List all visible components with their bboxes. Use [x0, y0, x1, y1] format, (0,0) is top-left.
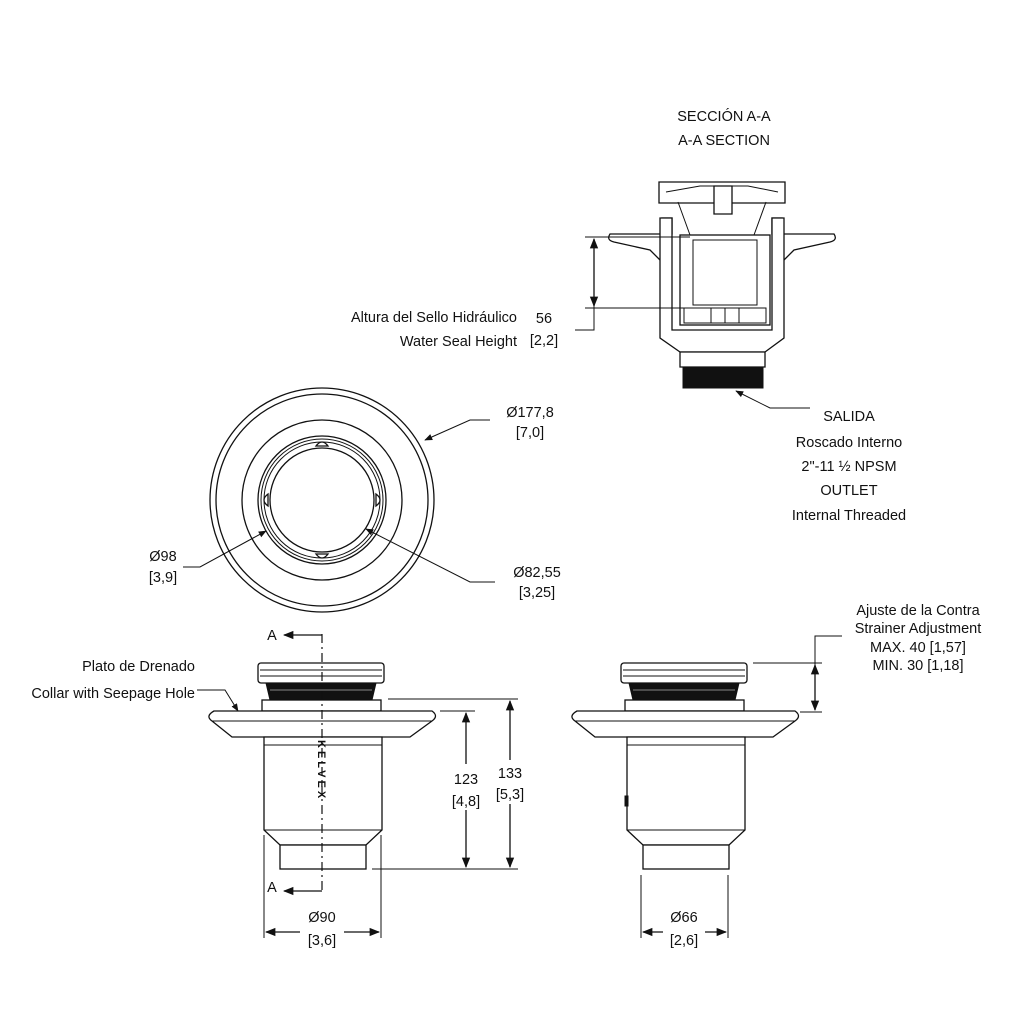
inner-dia-mm: Ø82,55: [513, 565, 561, 581]
outlet-label-5: Internal Threaded: [792, 508, 906, 524]
seal-in: [2,2]: [530, 333, 558, 349]
section-mark-bottom: A: [267, 880, 277, 896]
outer-dia-in: [7,0]: [516, 425, 544, 441]
seal-label-en: Water Seal Height: [400, 334, 517, 350]
mid-dia-mm: Ø98: [149, 549, 176, 565]
adjust-label-1: Ajuste de la Contra: [856, 603, 980, 619]
height1-mm: 123: [454, 772, 478, 788]
outlet-label-3: 2"-11 ½ NPSM: [801, 459, 896, 475]
outer-dia-mm: Ø177,8: [506, 405, 554, 421]
seal-mm: 56: [536, 311, 552, 327]
adjust-max: MAX. 40 [1,57]: [870, 640, 966, 656]
front-view: A A KELVEX Plato de Drenado Collar with …: [31, 628, 530, 950]
adjust-label-2: Strainer Adjustment: [855, 621, 982, 637]
outlet-label-2: Roscado Interno: [796, 435, 902, 451]
top-view: Ø177,8 [7,0] Ø98 [3,9] Ø82,55 [3,25]: [149, 387, 561, 613]
outlet-label-4: OUTLET: [820, 483, 877, 499]
thread-block: [682, 366, 764, 389]
section-mark-top: A: [267, 628, 277, 644]
front-dia-in: [3,6]: [308, 933, 336, 949]
front-dia-mm: Ø90: [308, 910, 335, 926]
section-title-en: A-A SECTION: [678, 133, 770, 149]
section-title-es: SECCIÓN A-A: [677, 108, 771, 125]
side-dia-mm: Ø66: [670, 910, 697, 926]
height2-in: [5,3]: [496, 787, 524, 803]
outlet-label-1: SALIDA: [823, 409, 875, 425]
section-view: SECCIÓN A-A A-A SECTION Altura del Sello…: [351, 108, 906, 524]
height1-in: [4,8]: [452, 794, 480, 810]
height2-mm: 133: [498, 766, 522, 782]
inner-dia-in: [3,25]: [519, 585, 555, 601]
mid-dia-in: [3,9]: [149, 570, 177, 586]
collar-label-es: Plato de Drenado: [82, 659, 195, 675]
collar-label-en: Collar with Seepage Hole: [31, 686, 195, 702]
brand-mark: KELVEX: [315, 740, 327, 801]
seal-label-es: Altura del Sello Hidráulico: [351, 310, 517, 326]
side-dia-in: [2,6]: [670, 933, 698, 949]
side-view: Ajuste de la Contra Strainer Adjustment …: [571, 603, 982, 950]
adjust-min: MIN. 30 [1,18]: [872, 658, 963, 674]
